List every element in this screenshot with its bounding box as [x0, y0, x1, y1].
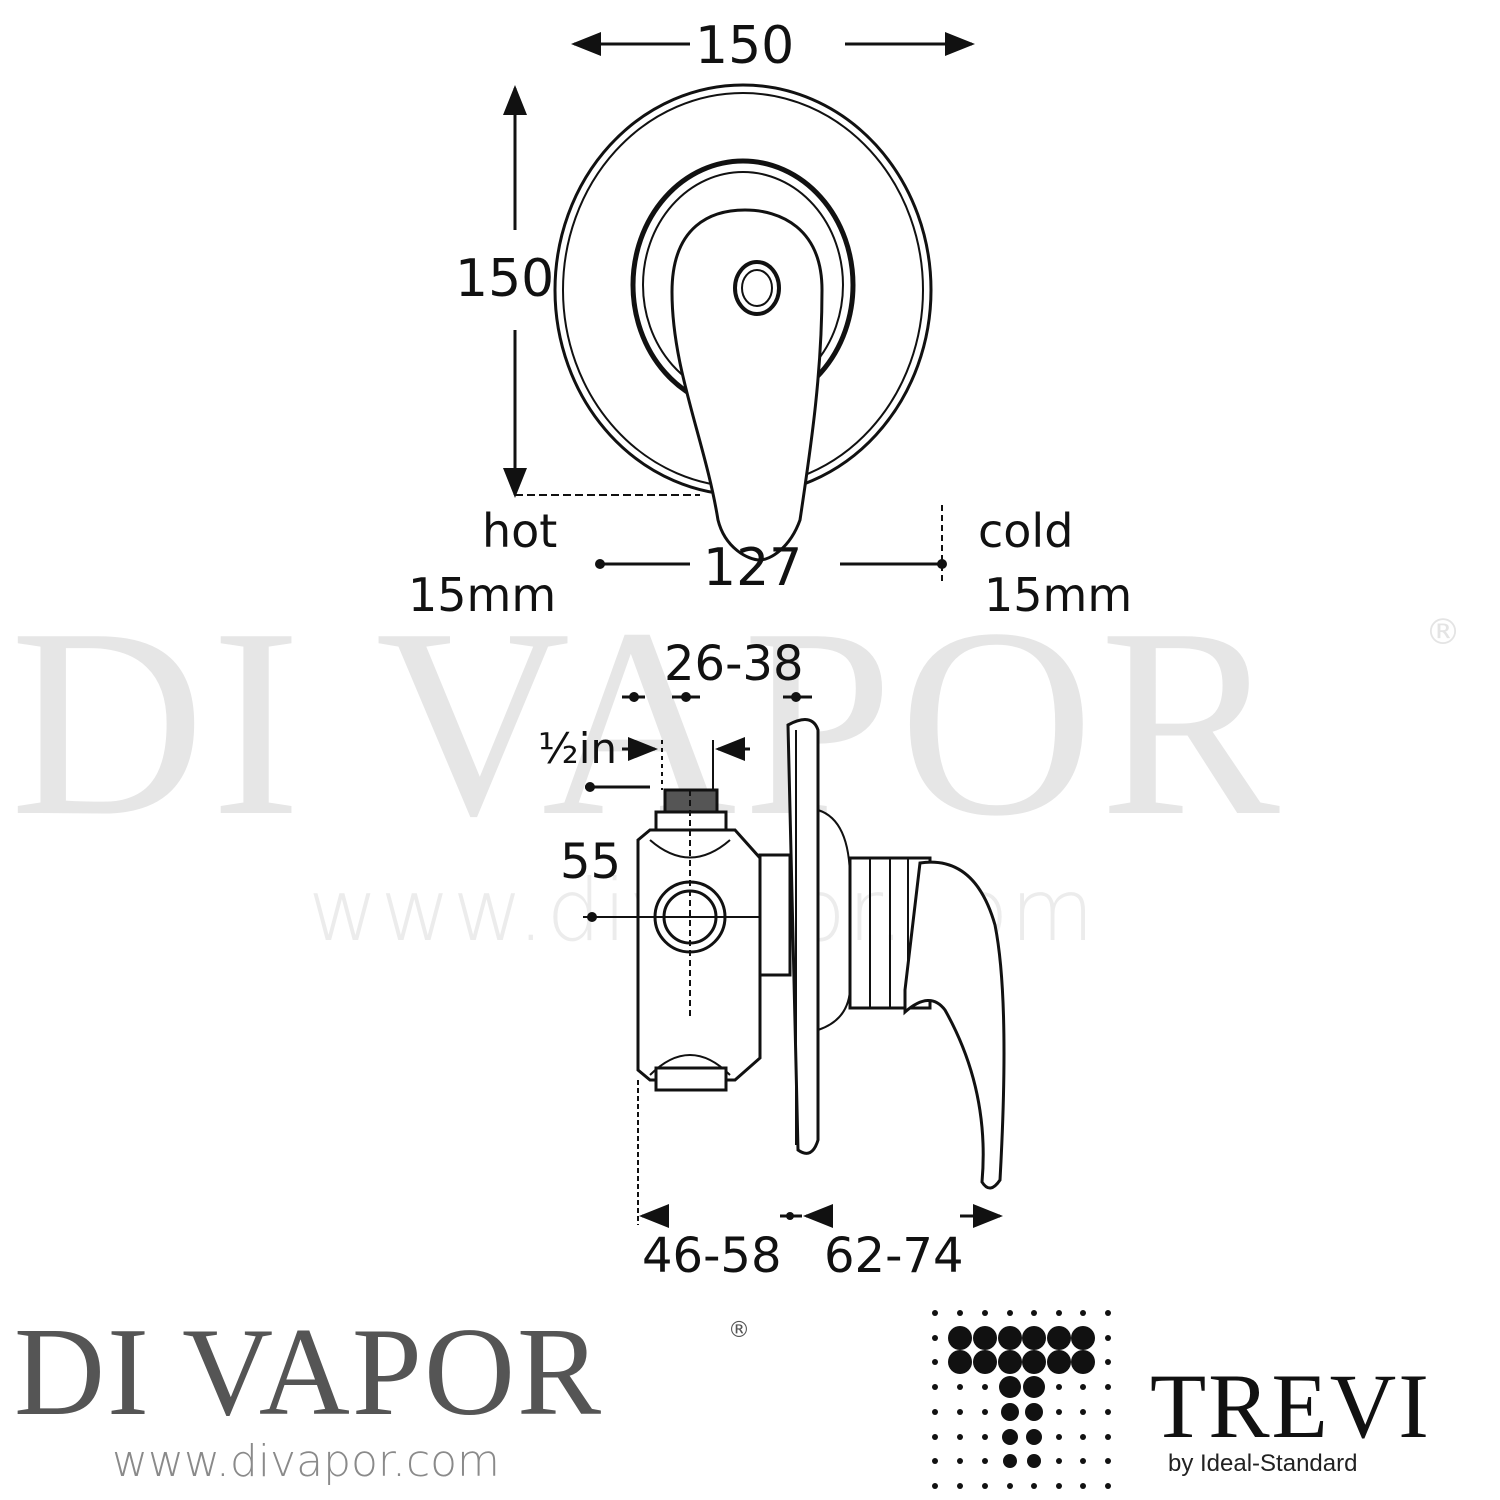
- hot-size-label: 15mm: [408, 568, 557, 622]
- body-depth-label: 46-58: [642, 1228, 782, 1284]
- lever-handle: [670, 208, 824, 562]
- divapor-url: www.divapor.com: [112, 1436, 500, 1487]
- cold-size-label: 15mm: [984, 568, 1133, 622]
- valve-body: [636, 828, 762, 1082]
- divapor-registered-mark: ®: [728, 1318, 750, 1343]
- handle-cap: [733, 260, 781, 316]
- divapor-logo: DI VAPOR: [14, 1303, 604, 1442]
- watermark-brand: DI VAPOR: [10, 573, 1286, 872]
- front-width-label: 150: [695, 16, 795, 76]
- thread-size-label: ½in: [538, 724, 617, 773]
- cold-label: cold: [978, 504, 1074, 558]
- hot-label: hot: [482, 504, 558, 558]
- handle-projection-label: 62-74: [824, 1228, 964, 1284]
- watermark-registered-mark: ®: [1425, 612, 1461, 653]
- outlet-height-label: 55: [560, 834, 622, 890]
- trevi-tagline: by Ideal-Standard: [1168, 1450, 1358, 1477]
- trevi-logo-text: TREVI: [1150, 1355, 1431, 1457]
- wall-depth-label: 26-38: [664, 636, 804, 692]
- side-view: [583, 692, 1006, 1228]
- inlet-spacing-label: 127: [703, 538, 803, 598]
- wall-plate: [786, 718, 820, 1155]
- lever-side: [903, 860, 1006, 1190]
- front-view: [503, 32, 975, 585]
- trevi-logo-dots: [932, 1310, 1111, 1489]
- front-height-label: 150: [455, 249, 555, 309]
